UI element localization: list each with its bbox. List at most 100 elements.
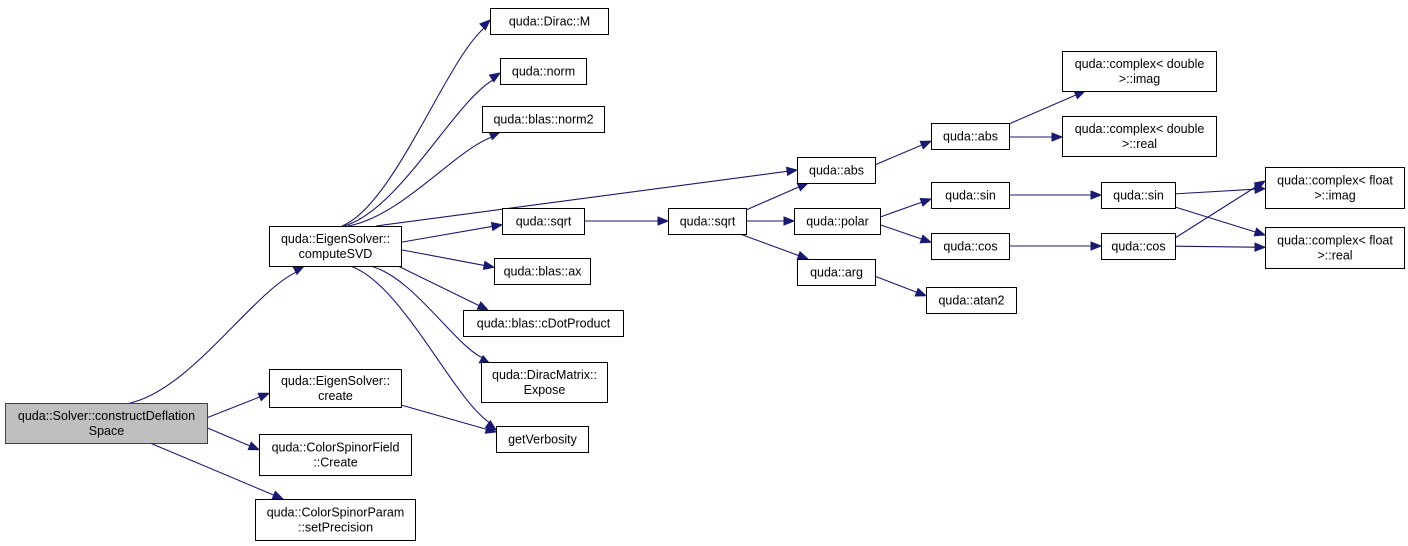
call-edges <box>129 19 1267 500</box>
edge-constructDeflationSpace-to-setPrecision <box>149 442 285 500</box>
node-box <box>502 208 585 235</box>
edge-line <box>1174 206 1256 233</box>
node-label: getVerbosity <box>508 433 578 447</box>
node-box <box>259 434 412 476</box>
node-sqrt2[interactable]: quda::sqrt <box>668 208 747 235</box>
node-label: quda::blas::norm2 <box>493 113 593 127</box>
node-box <box>500 58 587 85</box>
edge-sqrt1-to-sqrt2 <box>584 216 670 226</box>
node-label: quda::ColorSpinorField <box>272 441 400 455</box>
node-polar[interactable]: quda::polar <box>794 208 881 235</box>
arrowhead <box>785 166 799 177</box>
node-label: quda::blas::ax <box>504 265 583 279</box>
node-box <box>797 157 876 184</box>
node-getVerbosity[interactable]: getVerbosity <box>496 426 589 453</box>
edge-cos2-to-cfImag <box>1174 180 1267 239</box>
node-label: >::real <box>1122 137 1157 151</box>
node-label: Expose <box>524 383 566 397</box>
arrowhead <box>657 216 670 226</box>
arrowhead <box>484 424 498 434</box>
node-label: quda::blas::cDotProduct <box>477 317 611 331</box>
node-label: quda::polar <box>806 215 869 229</box>
node-computeSVD[interactable]: quda::EigenSolver::computeSVD <box>269 226 402 267</box>
arrowhead <box>914 287 928 297</box>
edge-sqrt2-to-polar <box>746 216 796 226</box>
edge-constructDeflationSpace-to-csfCreate <box>206 427 261 451</box>
node-cDot[interactable]: quda::blas::cDotProduct <box>463 310 624 337</box>
node-box <box>482 106 605 133</box>
node-blasAx[interactable]: quda::blas::ax <box>494 258 591 285</box>
node-box <box>797 259 876 286</box>
arrowhead <box>1253 180 1267 191</box>
node-label: quda::norm <box>512 65 575 79</box>
node-box <box>1062 116 1217 157</box>
node-box <box>269 226 402 267</box>
node-box <box>269 369 402 408</box>
node-sqrt1[interactable]: quda::sqrt <box>502 208 585 235</box>
node-label: quda::arg <box>810 266 863 280</box>
edge-computeSVD-to-blasNorm2 <box>347 131 502 227</box>
edge-line <box>347 136 492 227</box>
node-label: Space <box>89 424 124 438</box>
edge-line <box>879 201 922 218</box>
edge-abs2-to-cdReal <box>1008 132 1064 142</box>
node-cdImag[interactable]: quda::complex< double>::imag <box>1062 51 1217 92</box>
node-label: quda::cos <box>1111 240 1165 254</box>
arrowhead <box>919 140 933 150</box>
node-abs2[interactable]: quda::abs <box>931 123 1010 150</box>
edge-line <box>206 427 251 447</box>
node-setPrecision[interactable]: quda::ColorSpinorParam::setPrecision <box>255 499 416 541</box>
node-diracM[interactable]: quda::Dirac::M <box>490 8 609 35</box>
node-norm[interactable]: quda::norm <box>500 58 587 85</box>
arrowhead <box>1090 190 1103 200</box>
node-abs1[interactable]: quda::abs <box>797 157 876 184</box>
edge-cos2-to-cfReal <box>1174 242 1267 252</box>
node-label: quda::cos <box>943 240 997 254</box>
node-label: quda::sqrt <box>516 215 572 229</box>
node-box <box>926 287 1017 314</box>
node-expose[interactable]: quda::DiracMatrix::Expose <box>481 362 608 403</box>
node-csfCreate[interactable]: quda::ColorSpinorField::Create <box>259 434 412 476</box>
edge-line <box>874 275 917 293</box>
node-box <box>1265 167 1405 209</box>
arrowhead <box>271 490 285 500</box>
node-cdReal[interactable]: quda::complex< double>::real <box>1062 116 1217 157</box>
node-cos2[interactable]: quda::cos <box>1101 233 1176 260</box>
node-box <box>496 426 589 453</box>
edge-line <box>1174 245 1256 248</box>
arrowhead <box>1253 227 1267 237</box>
node-label: quda::sin <box>1113 189 1164 203</box>
node-arg[interactable]: quda::arg <box>797 259 876 286</box>
node-cfReal[interactable]: quda::complex< float>::real <box>1265 227 1405 269</box>
node-label: >::imag <box>1119 72 1160 86</box>
node-cfImag[interactable]: quda::complex< float>::imag <box>1265 167 1405 209</box>
node-box <box>931 123 1010 150</box>
node-blasNorm2[interactable]: quda::blas::norm2 <box>482 106 605 133</box>
edge-line <box>1174 188 1256 195</box>
arrowhead <box>1254 242 1267 252</box>
arrowhead <box>796 250 810 260</box>
node-label: quda::complex< float <box>1277 234 1393 248</box>
arrowhead <box>796 182 810 192</box>
node-label: quda::DiracMatrix:: <box>492 368 597 382</box>
edge-line <box>1174 185 1257 239</box>
node-cos1[interactable]: quda::cos <box>931 233 1010 260</box>
arrowhead <box>1051 132 1064 142</box>
arrowhead <box>1073 90 1087 100</box>
node-sin1[interactable]: quda::sin <box>931 182 1010 209</box>
node-label: quda::complex< float <box>1277 174 1393 188</box>
edge-line <box>129 271 297 404</box>
node-atan2[interactable]: quda::atan2 <box>926 287 1017 314</box>
node-label: quda::complex< double <box>1075 57 1205 71</box>
arrowhead <box>488 131 502 141</box>
arrowhead <box>247 441 261 451</box>
node-label: quda::EigenSolver:: <box>281 374 390 388</box>
node-box <box>1101 182 1176 209</box>
edge-computeSVD-to-sqrt1 <box>400 221 504 243</box>
edge-computeSVD-to-cDot <box>397 265 490 311</box>
edge-sqrt2-to-abs1 <box>745 182 810 211</box>
node-sin2[interactable]: quda::sin <box>1101 182 1176 209</box>
node-esCreate[interactable]: quda::EigenSolver::create <box>269 369 402 408</box>
